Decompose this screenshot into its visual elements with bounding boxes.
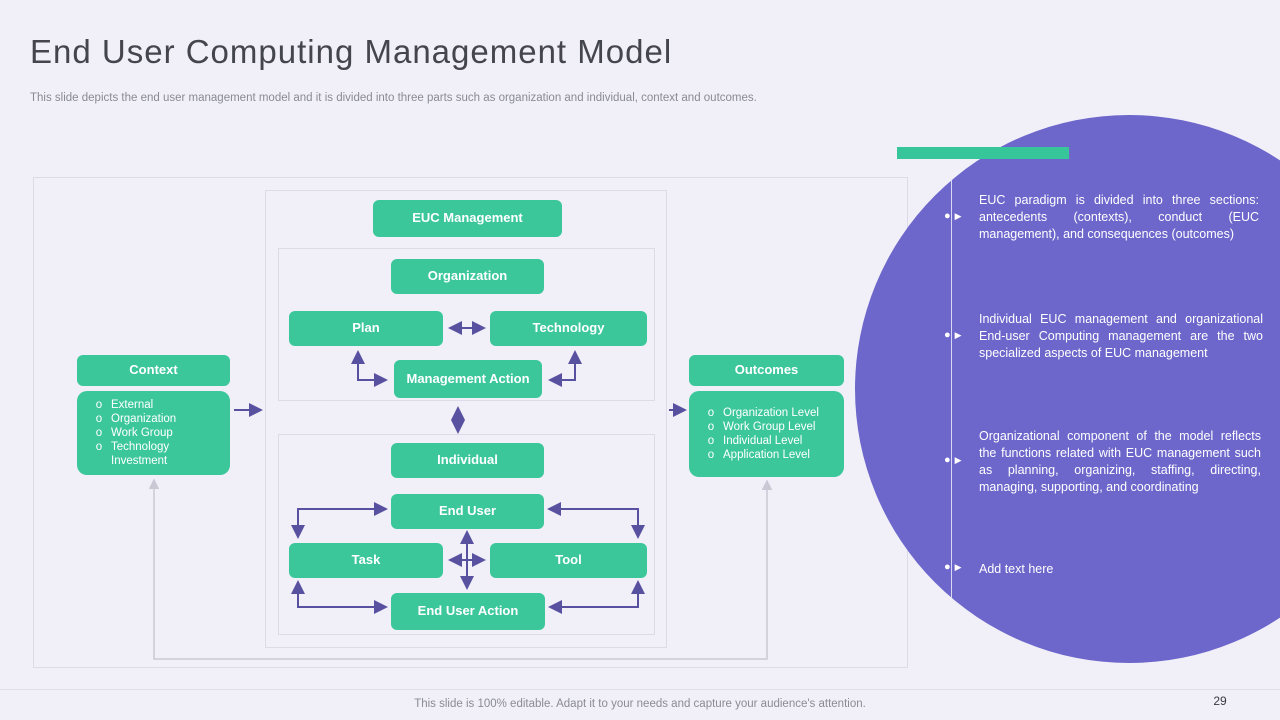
outcomes-header: Outcomes [689, 355, 844, 386]
bullet-marker-icon: ● ▶ [944, 330, 962, 341]
circle-bullet-text: Individual EUC management and organizati… [979, 312, 1263, 360]
list-item: o Work Group [87, 426, 216, 440]
bullet-marker-icon: ● ▶ [944, 562, 962, 573]
node-label: End User Action [417, 603, 519, 619]
context-header: Context [77, 355, 230, 386]
play-arrow-icon: ▶ [954, 330, 962, 340]
circle-dot-icon: ● [944, 454, 951, 466]
circle-dot-icon: ● [944, 210, 951, 222]
circle-dot-icon: ● [944, 561, 951, 573]
bullet-marker-icon: ● ▶ [944, 455, 962, 466]
footer-note: This slide is 100% editable. Adapt it to… [414, 698, 866, 710]
play-arrow-icon: ▶ [954, 455, 962, 465]
circle-bullet-text: Organizational component of the model re… [979, 429, 1261, 494]
node-label: Technology [532, 320, 605, 336]
context-title: Context [129, 362, 178, 378]
circle-bullet-text: EUC paradigm is divided into three secti… [979, 193, 1259, 241]
accent-bar [897, 147, 1069, 159]
node-task: Task [289, 543, 443, 578]
node-label: Task [351, 552, 381, 568]
node-plan: Plan [289, 311, 443, 346]
list-item: o Organization Level [699, 406, 838, 420]
list-bullet: o [707, 435, 715, 447]
node-individual: Individual [391, 443, 544, 478]
list-bullet: o [95, 427, 103, 439]
outcomes-list: o Organization Level o Work Group Level … [689, 391, 844, 477]
bullet-marker-icon: ● ▶ [944, 211, 962, 222]
list-bullet: o [95, 441, 103, 453]
organization-subframe [278, 248, 655, 401]
list-item: o External [87, 398, 216, 412]
node-euc-management: EUC Management [373, 200, 562, 237]
node-label: Tool [555, 552, 582, 568]
node-technology: Technology [490, 311, 647, 346]
play-arrow-icon: ▶ [954, 211, 962, 221]
add-text-placeholder[interactable]: Add text here [979, 562, 1054, 576]
list-bullet: o [707, 421, 715, 433]
list-item: o Technology Investment [87, 440, 216, 468]
list-bullet: o [707, 449, 715, 461]
outcomes-title: Outcomes [734, 362, 799, 378]
page-subtitle: This slide depicts the end user manageme… [30, 92, 757, 104]
list-item: o Individual Level [699, 434, 838, 448]
timeline-line [951, 155, 952, 635]
node-label: Management Action [406, 370, 530, 386]
list-item: o Work Group Level [699, 420, 838, 434]
node-label: EUC Management [412, 210, 523, 226]
node-end-user-action: End User Action [391, 593, 545, 630]
node-label: End User [438, 503, 497, 519]
circle-dot-icon: ● [944, 329, 951, 341]
node-tool: Tool [490, 543, 647, 578]
list-bullet: o [707, 407, 715, 419]
node-label: Plan [352, 320, 380, 336]
list-bullet: o [95, 399, 103, 411]
node-organization: Organization [391, 259, 544, 294]
node-label: Individual [437, 452, 498, 468]
node-end-user: End User [391, 494, 544, 529]
footer-divider [0, 689, 1280, 690]
list-item: o Application Level [699, 448, 838, 462]
node-label: Organization [427, 268, 508, 284]
node-management-action: Management Action [394, 360, 542, 398]
page-title: End User Computing Management Model [30, 33, 673, 70]
play-arrow-icon: ▶ [954, 562, 962, 572]
purple-circle-panel [855, 115, 1280, 663]
page-number: 29 [1213, 694, 1227, 708]
list-item: o Organization [87, 412, 216, 426]
list-bullet: o [95, 413, 103, 425]
context-list: o External o Organization o Work Group o… [77, 391, 230, 475]
